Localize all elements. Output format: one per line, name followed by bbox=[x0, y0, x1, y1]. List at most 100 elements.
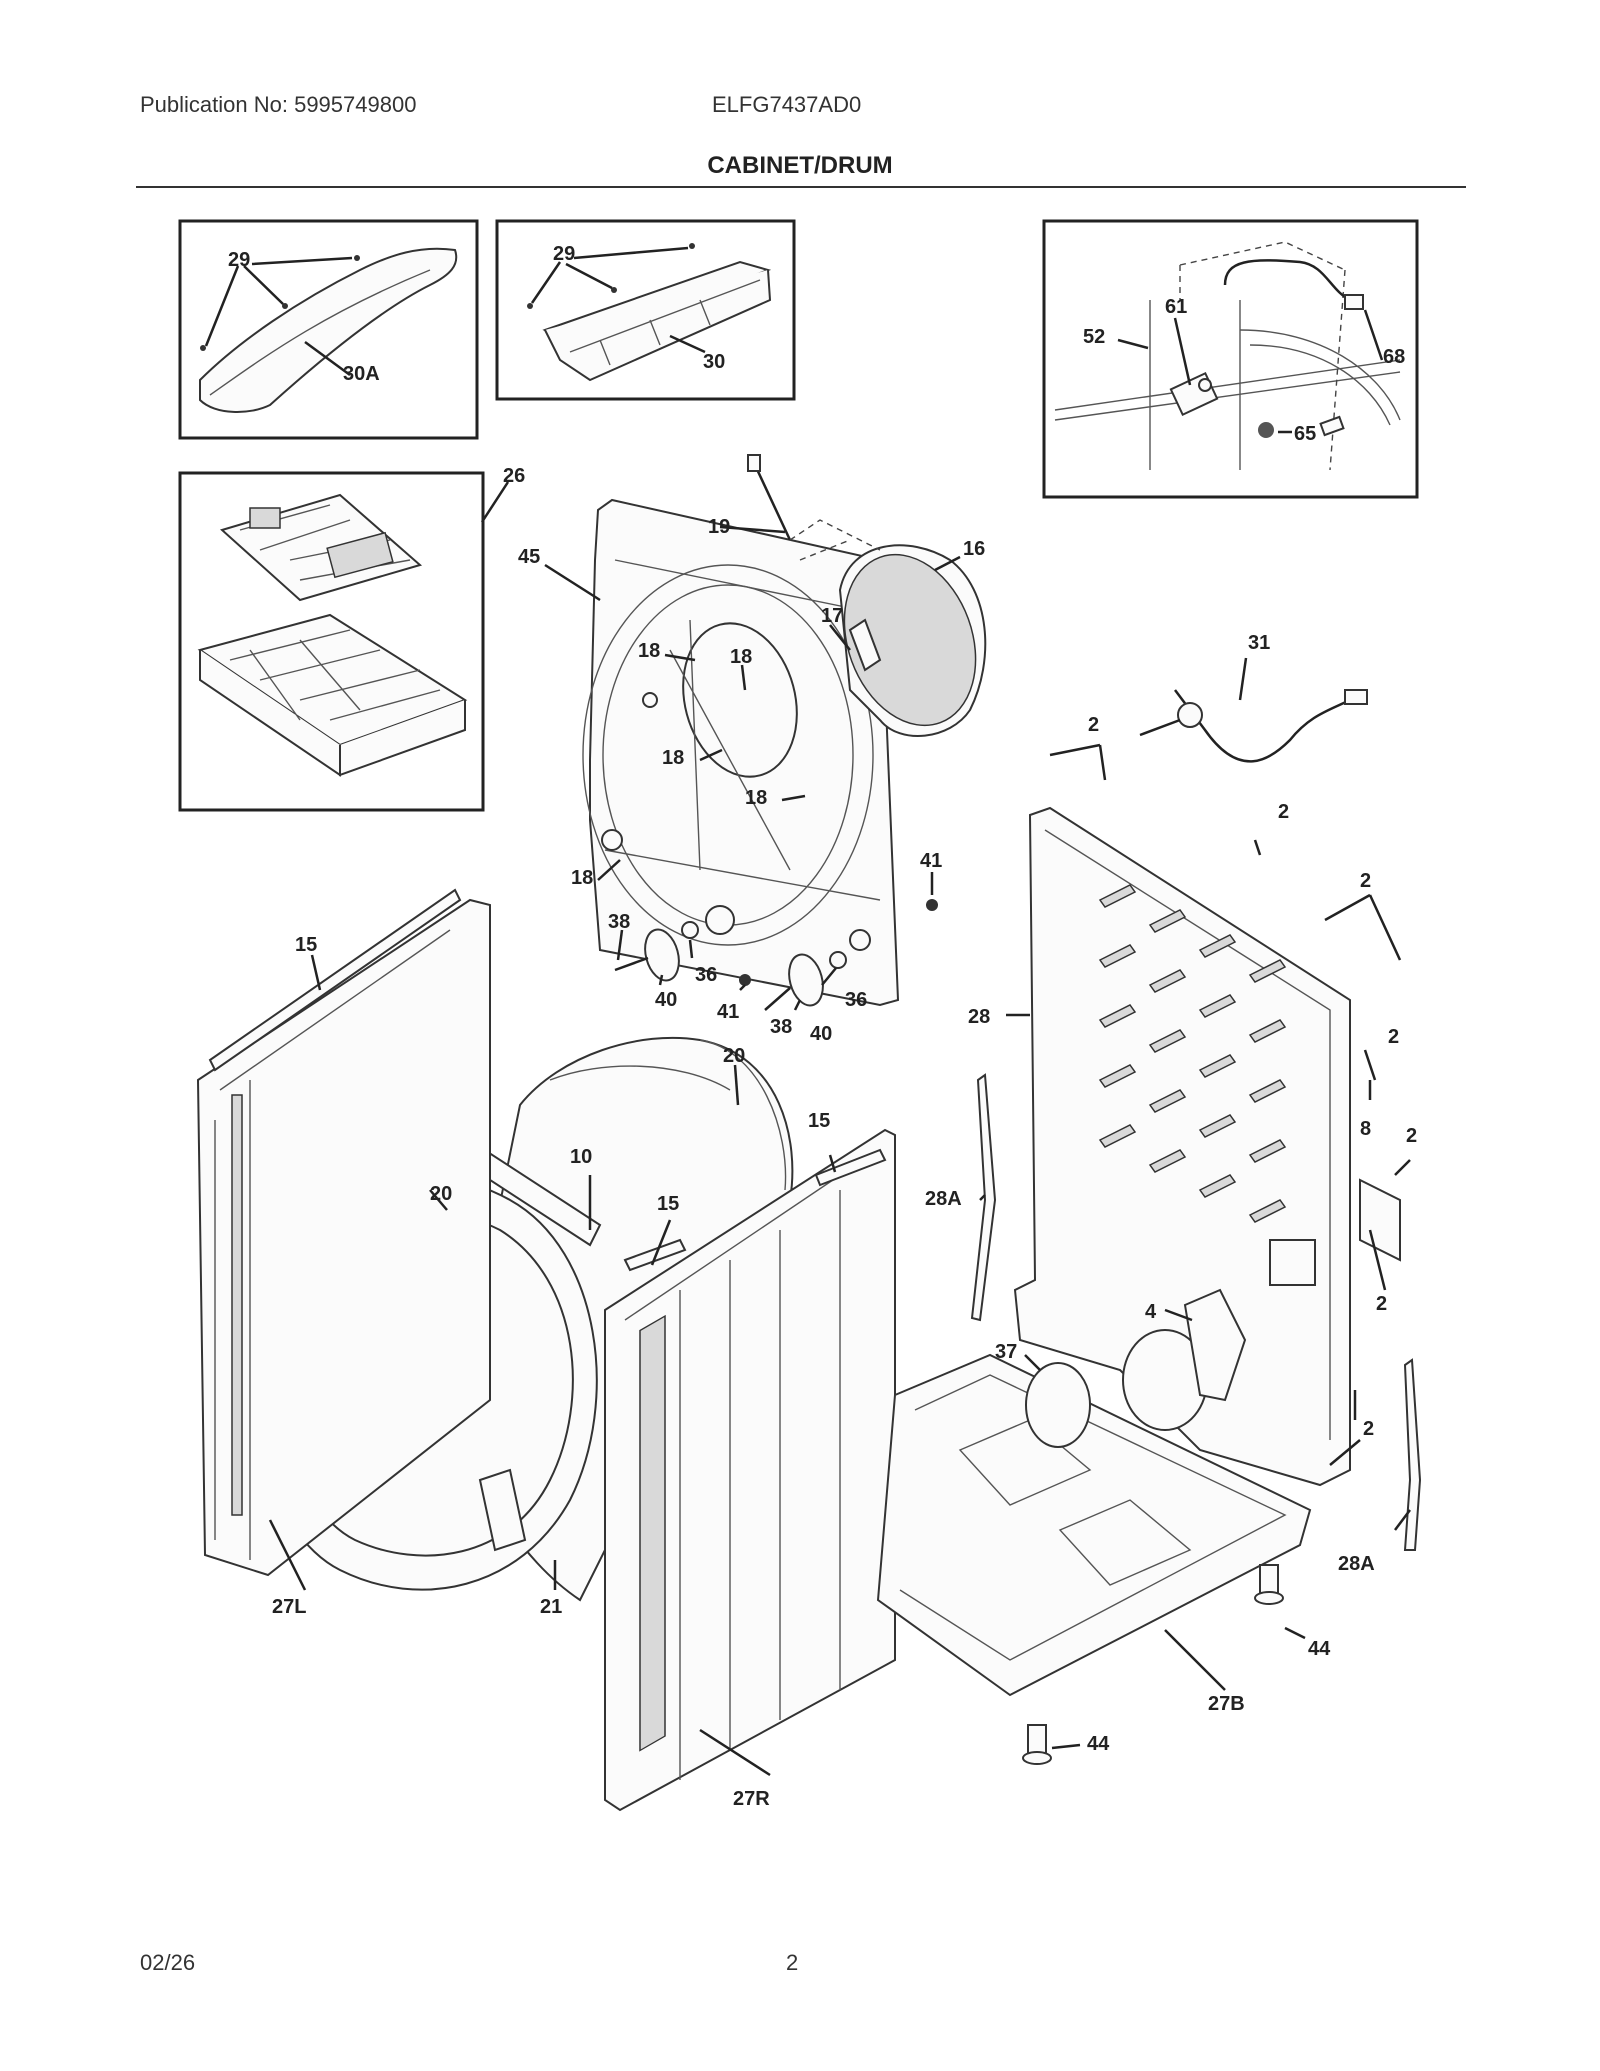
rear-bracket-28a-right bbox=[1403, 1358, 1422, 1551]
callout-15-center: 15 bbox=[657, 1193, 679, 1215]
left-side-panel-27l bbox=[196, 898, 491, 1577]
page-number: 2 bbox=[786, 1950, 799, 1975]
leveling-leg-44-left bbox=[1022, 1724, 1052, 1765]
callout-36-left: 36 bbox=[695, 964, 717, 986]
wire-harness-19 bbox=[747, 454, 792, 541]
callout-20-drum: 20 bbox=[723, 1045, 745, 1067]
callout-15-left: 15 bbox=[295, 934, 317, 956]
callout-36-right: 36 bbox=[845, 989, 867, 1011]
callout-44-right: 44 bbox=[1308, 1638, 1331, 1660]
access-plate-8 bbox=[1359, 1178, 1401, 1262]
callout-27r: 27R bbox=[733, 1788, 770, 1810]
callout-26: 26 bbox=[503, 465, 525, 487]
leveling-leg-44-right bbox=[1254, 1564, 1284, 1605]
callout-28a-right: 28A bbox=[1338, 1553, 1375, 1575]
callout-40-left: 40 bbox=[655, 989, 677, 1011]
right-side-panel-27r bbox=[604, 1128, 896, 1812]
rear-panel-vent-slots bbox=[1098, 884, 1287, 1223]
callout-52: 52 bbox=[1083, 326, 1105, 348]
control-board-tray bbox=[197, 613, 468, 777]
callout-8: 8 bbox=[1360, 1118, 1371, 1140]
callout-15-right: 15 bbox=[808, 1110, 830, 1132]
callout-65: 65 bbox=[1294, 423, 1316, 445]
power-cord-31 bbox=[1139, 689, 1368, 763]
base-27b bbox=[876, 1353, 1312, 1697]
callout-18-d: 18 bbox=[745, 787, 767, 809]
callout-10: 10 bbox=[570, 1146, 592, 1168]
section-title: CABINET/DRUM bbox=[707, 152, 893, 179]
callout-2-g: 2 bbox=[1363, 1418, 1374, 1440]
callout-68: 68 bbox=[1383, 346, 1405, 368]
callout-29-inset2: 29 bbox=[553, 243, 575, 265]
callout-2-f: 2 bbox=[1376, 1293, 1387, 1315]
callout-37: 37 bbox=[995, 1341, 1017, 1363]
shaft-38-left bbox=[614, 956, 649, 972]
callout-18-b: 18 bbox=[730, 646, 752, 668]
nut-41-right bbox=[926, 899, 938, 911]
nut-41-left bbox=[739, 974, 751, 986]
callout-17: 17 bbox=[821, 605, 843, 627]
screw-29-inset2 bbox=[527, 243, 695, 309]
callout-61: 61 bbox=[1165, 296, 1187, 318]
callout-2-a: 2 bbox=[1088, 714, 1099, 736]
thermistor-61 bbox=[1169, 371, 1219, 417]
screw-29-inset1 bbox=[200, 255, 360, 351]
callout-27b: 27B bbox=[1208, 1693, 1245, 1715]
lint-filter-17 bbox=[848, 618, 882, 672]
callout-4: 4 bbox=[1145, 1301, 1157, 1323]
callout-38-right: 38 bbox=[770, 1016, 792, 1038]
callout-2-c: 2 bbox=[1360, 870, 1371, 892]
callout-30a: 30A bbox=[343, 363, 380, 385]
inset-box-sensor bbox=[1042, 219, 1419, 499]
callout-31: 31 bbox=[1248, 632, 1270, 654]
callout-2-d: 2 bbox=[1388, 1026, 1399, 1048]
inset-box-vent-30a bbox=[178, 219, 479, 440]
control-board-26 bbox=[220, 493, 423, 602]
sensor-housing-outline bbox=[1054, 241, 1401, 471]
exhaust-duct-37 bbox=[1025, 1362, 1091, 1448]
bushing-36-right bbox=[829, 951, 847, 969]
callout-28: 28 bbox=[968, 1006, 990, 1028]
drum-roller-40-right bbox=[788, 953, 824, 1007]
footer-date: 02/26 bbox=[140, 1950, 196, 1975]
vent-cover-30a bbox=[199, 247, 458, 413]
callout-27l: 27L bbox=[272, 1596, 306, 1618]
callout-41-left: 41 bbox=[717, 1001, 739, 1023]
callout-18-c: 18 bbox=[662, 747, 684, 769]
bushing-36-left bbox=[681, 921, 699, 939]
top-strip-15-left bbox=[208, 888, 462, 1072]
vent-cover-30 bbox=[542, 260, 772, 382]
callout-41-right: 41 bbox=[920, 850, 942, 872]
lint-filter-housing-16 bbox=[838, 544, 987, 737]
model-number: ELFG7437AD0 bbox=[712, 92, 862, 117]
callout-30: 30 bbox=[703, 351, 725, 373]
rear-panel-28 bbox=[1013, 806, 1351, 1487]
screws-2 bbox=[1049, 743, 1411, 1466]
callout-2-e: 2 bbox=[1406, 1125, 1417, 1147]
front-bulkhead-45 bbox=[582, 498, 900, 1007]
callout-2-b: 2 bbox=[1278, 801, 1289, 823]
callout-20-seal: 20 bbox=[430, 1183, 452, 1205]
callout-16: 16 bbox=[963, 538, 985, 560]
rear-bracket-28a-left bbox=[970, 1073, 997, 1322]
top-strip-15-right bbox=[814, 1148, 887, 1187]
wire-harness-68 bbox=[1223, 259, 1364, 437]
callout-19: 19 bbox=[708, 516, 730, 538]
inset-box-vent-30 bbox=[495, 219, 796, 401]
callout-28a-left: 28A bbox=[925, 1188, 962, 1210]
shaft-38-right bbox=[764, 987, 791, 1011]
callout-29-inset1: 29 bbox=[228, 249, 250, 271]
inset-box-control-board bbox=[178, 471, 485, 812]
header-rule bbox=[136, 186, 1466, 188]
callout-18-e: 18 bbox=[571, 867, 593, 889]
publication-number: Publication No: 5995749800 bbox=[140, 92, 417, 117]
callout-44-left: 44 bbox=[1087, 1733, 1110, 1755]
callout-21: 21 bbox=[540, 1596, 562, 1618]
callout-40-right: 40 bbox=[810, 1023, 832, 1045]
callout-18-a: 18 bbox=[638, 640, 660, 662]
callout-38-left: 38 bbox=[608, 911, 630, 933]
callout-45: 45 bbox=[518, 546, 540, 568]
grommet-65 bbox=[1258, 422, 1274, 438]
duct-bracket-4 bbox=[1183, 1288, 1247, 1402]
